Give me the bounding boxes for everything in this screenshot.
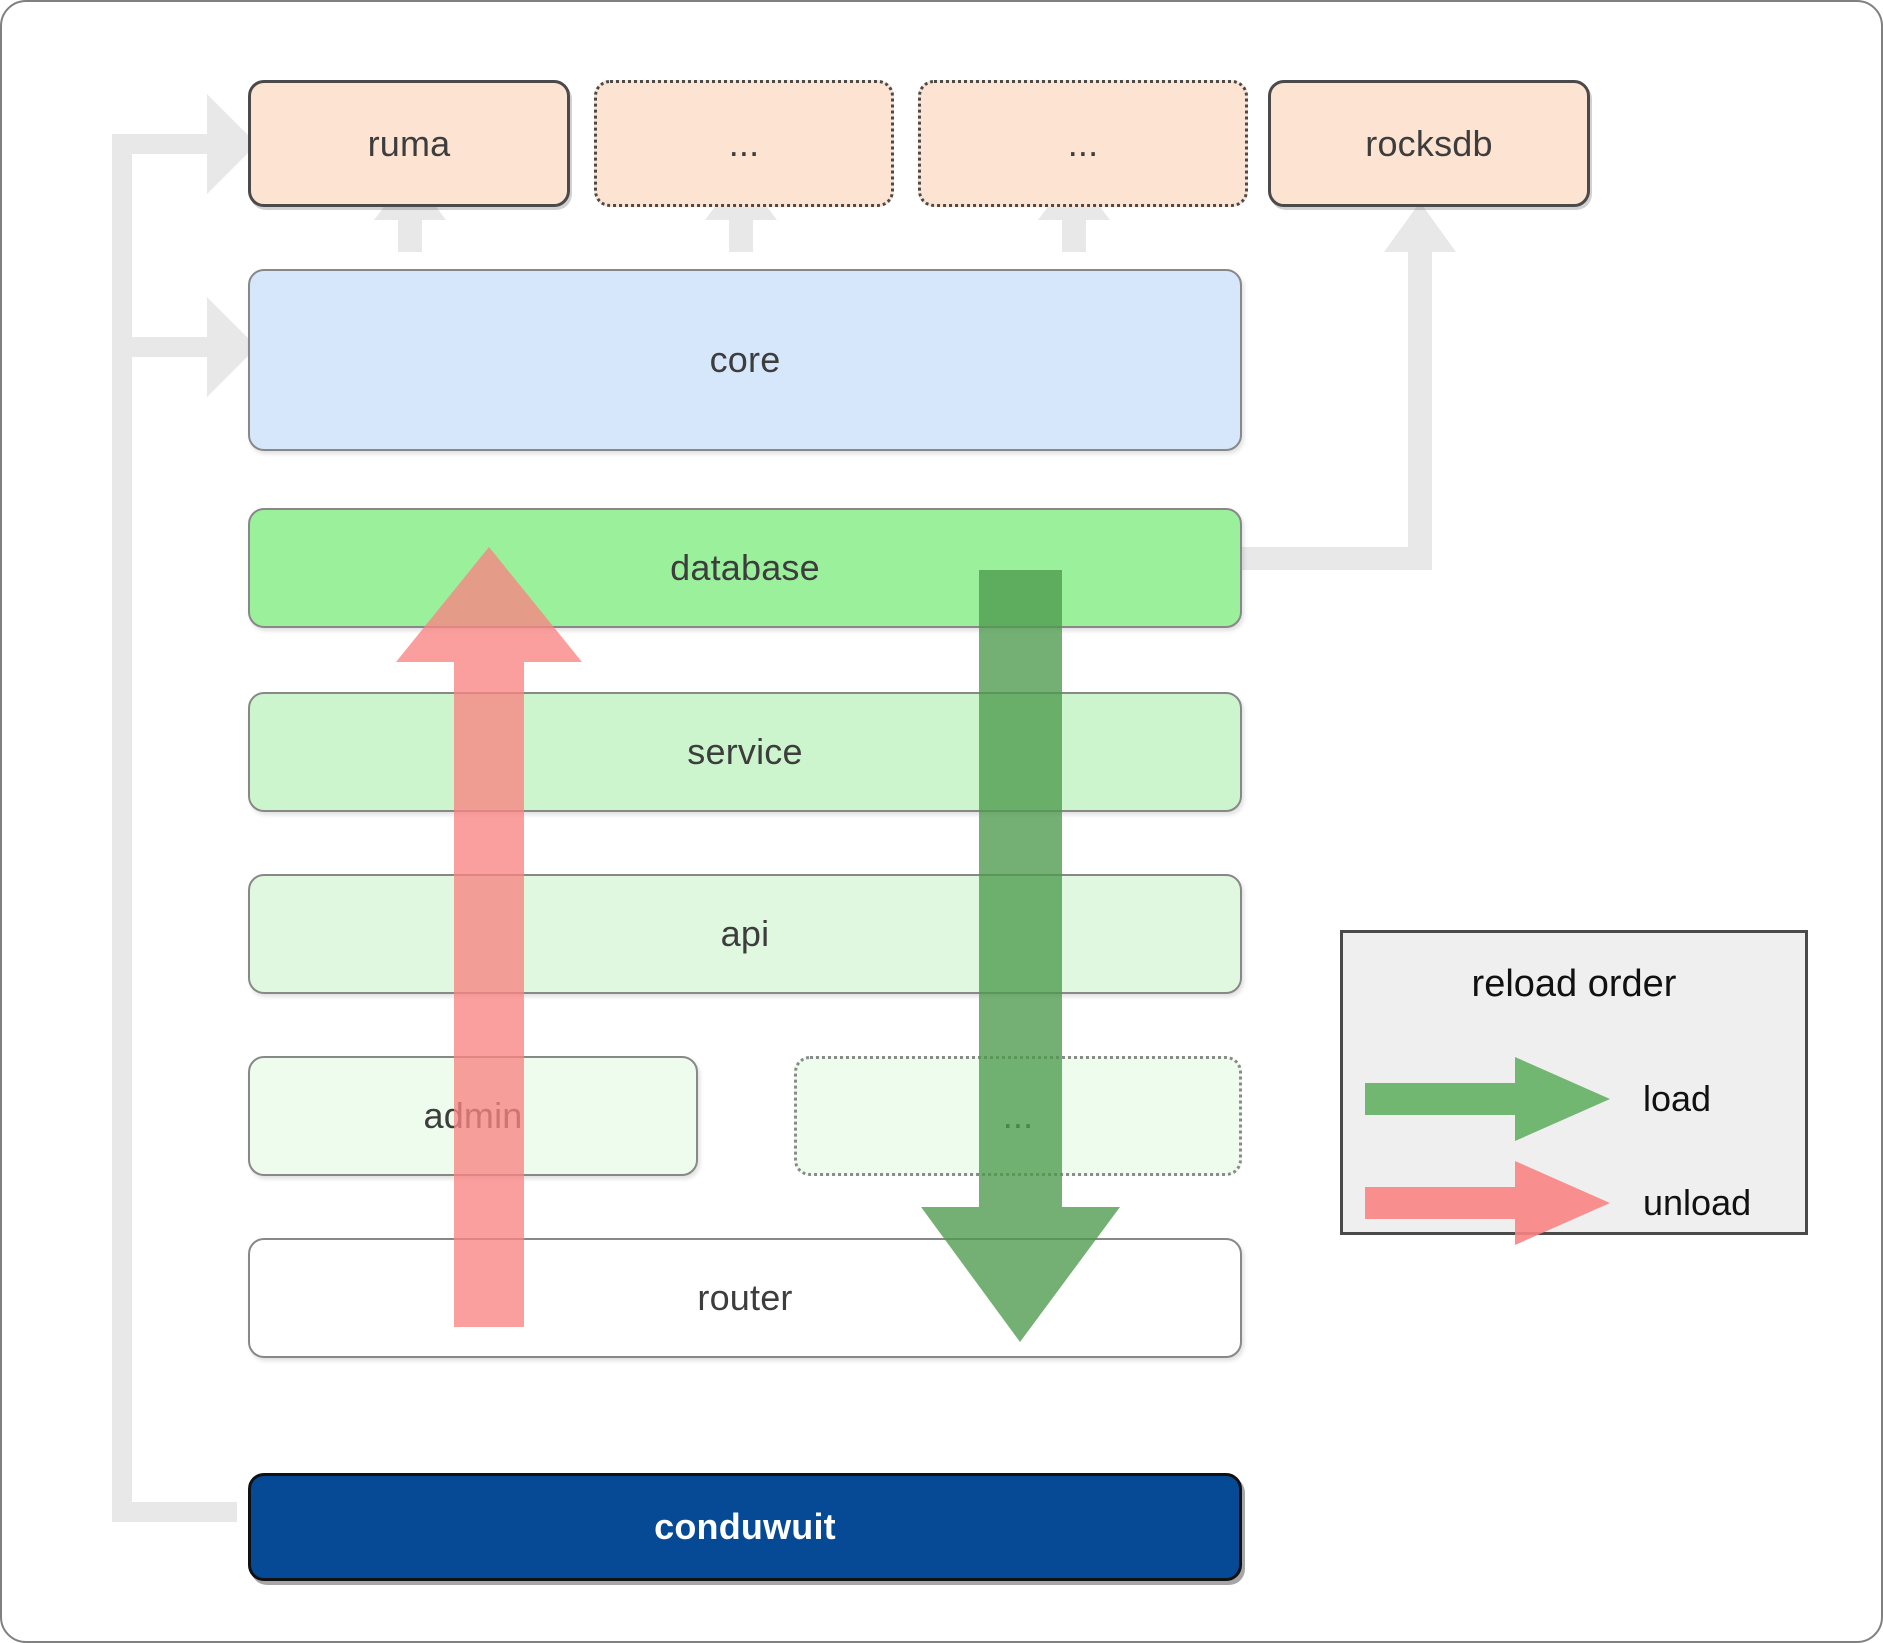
layer-label: ... — [1002, 1095, 1034, 1136]
layer-box-database[interactable]: database — [248, 508, 1242, 628]
layer-box-core[interactable]: core — [248, 269, 1242, 451]
legend-row-unload: unload — [1343, 1161, 1805, 1245]
layer-label: core — [709, 339, 781, 380]
application-box-conduwuit[interactable]: conduwuit — [248, 1473, 1242, 1581]
layer-label: admin — [423, 1095, 523, 1136]
load-legend-arrow-icon — [1365, 1057, 1610, 1141]
layer-box-router[interactable]: router — [248, 1238, 1242, 1358]
unload-legend-arrow-icon — [1365, 1161, 1610, 1245]
layer-box-placeholder[interactable]: ... — [794, 1056, 1242, 1176]
legend-label-unload: unload — [1643, 1182, 1752, 1223]
legend-row-load: load — [1343, 1057, 1805, 1141]
layer-box-api[interactable]: api — [248, 874, 1242, 994]
dependency-label: ruma — [367, 122, 451, 164]
dependency-label: rocksdb — [1365, 122, 1493, 164]
dependency-label: ... — [728, 122, 760, 164]
dependency-box-ruma[interactable]: ruma — [248, 80, 570, 207]
layer-box-admin[interactable]: admin — [248, 1056, 698, 1176]
layer-label: api — [720, 913, 770, 954]
dependency-box-placeholder-2[interactable]: ... — [918, 80, 1248, 207]
layer-label: database — [670, 547, 820, 588]
layer-label: service — [687, 731, 803, 772]
layer-box-service[interactable]: service — [248, 692, 1242, 812]
layer-label: router — [697, 1277, 793, 1318]
dependency-box-rocksdb[interactable]: rocksdb — [1268, 80, 1590, 207]
legend-title: reload order — [1471, 963, 1677, 1005]
legend-label-load: load — [1643, 1078, 1712, 1119]
dependency-label: ... — [1067, 122, 1099, 164]
dependency-box-placeholder-1[interactable]: ... — [594, 80, 894, 207]
legend-panel: reload order load unload — [1340, 930, 1808, 1245]
application-label: conduwuit — [654, 1506, 836, 1547]
